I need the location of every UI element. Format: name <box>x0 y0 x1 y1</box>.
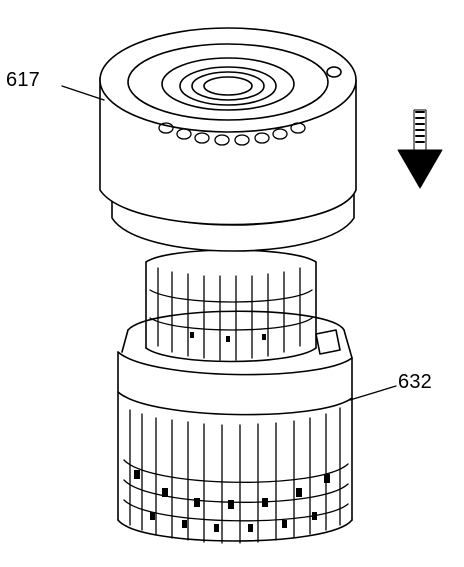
drum-assembly-617 <box>99 27 357 252</box>
callout-label-632: 632 <box>398 371 432 393</box>
callout-label-617: 617 <box>6 69 40 91</box>
leader-line-617 <box>61 85 105 101</box>
splined-hub <box>145 249 317 363</box>
down-arrow-icon <box>397 109 443 189</box>
leader-line-632 <box>349 385 397 401</box>
clutch-housing-632 <box>117 310 353 544</box>
